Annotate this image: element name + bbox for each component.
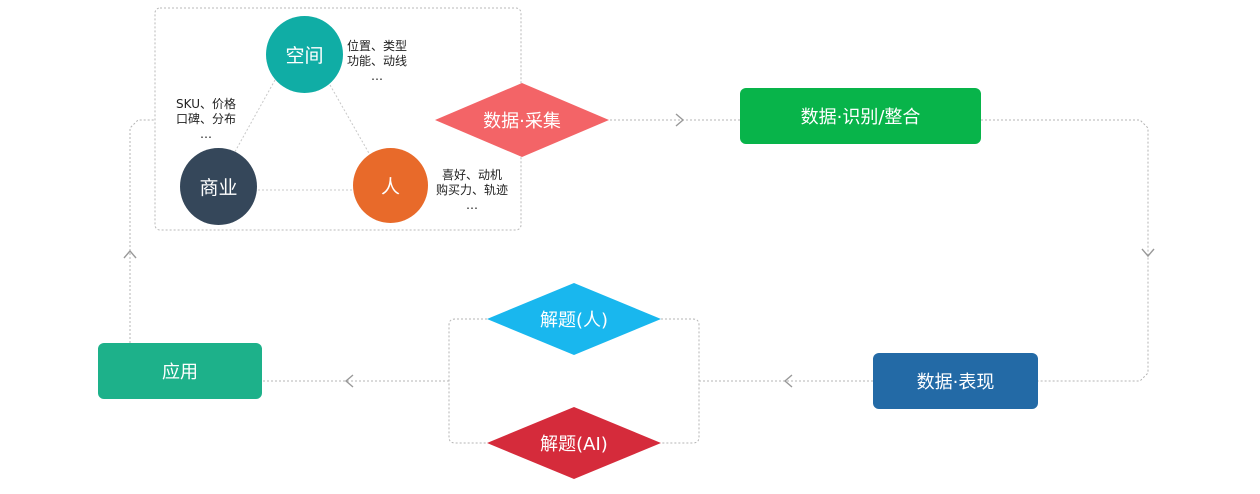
solve-frame-left xyxy=(448,318,487,444)
collect-label: 数据·采集 xyxy=(483,111,561,132)
connector-identify-present xyxy=(981,119,1149,382)
diamond-collect xyxy=(435,83,609,157)
space-note-1: 位置、类型 xyxy=(347,39,408,53)
solve-people-label: 解题(人) xyxy=(539,310,609,331)
space-note-3: … xyxy=(371,69,383,83)
people-note-3: … xyxy=(466,198,478,212)
node-space-label: 空间 xyxy=(285,45,324,67)
space-notes: 位置、类型 功能、动线 … xyxy=(347,39,407,84)
node-identify: 数据·识别/整合 xyxy=(740,88,981,144)
edge-space-people xyxy=(329,84,371,156)
node-people-label: 人 xyxy=(380,176,400,198)
commerce-note-3: … xyxy=(200,127,212,141)
connector-apply-return xyxy=(129,119,155,343)
node-commerce: 商业 xyxy=(180,148,257,225)
people-notes: 喜好、动机 购买力、轨迹 … xyxy=(436,168,508,213)
arrow-head-left-1 xyxy=(783,374,793,388)
node-apply: 应用 xyxy=(98,343,262,399)
people-note-2: 购买力、轨迹 xyxy=(436,183,509,197)
solve-ai-label: 解题(AI) xyxy=(540,434,608,455)
space-note-2: 功能、动线 xyxy=(347,54,408,68)
people-note-1: 喜好、动机 xyxy=(442,168,503,182)
arrow-head-right xyxy=(675,113,685,127)
diamond-solve-people xyxy=(487,283,661,355)
commerce-notes: SKU、价格 口碑、分布 … xyxy=(176,97,236,142)
diamond-solve-ai xyxy=(487,407,661,479)
node-space: 空间 xyxy=(266,16,343,93)
arrow-head-up xyxy=(123,249,137,259)
commerce-note-1: SKU、价格 xyxy=(176,97,236,111)
node-present: 数据·表现 xyxy=(873,353,1038,409)
arrow-head-left-2 xyxy=(344,374,354,388)
commerce-note-2: 口碑、分布 xyxy=(176,112,237,126)
node-commerce-label: 商业 xyxy=(199,177,238,199)
arrow-head-down xyxy=(1141,248,1155,258)
solve-frame-right xyxy=(661,318,700,444)
edge-space-commerce xyxy=(231,79,276,158)
node-people: 人 xyxy=(353,148,428,223)
